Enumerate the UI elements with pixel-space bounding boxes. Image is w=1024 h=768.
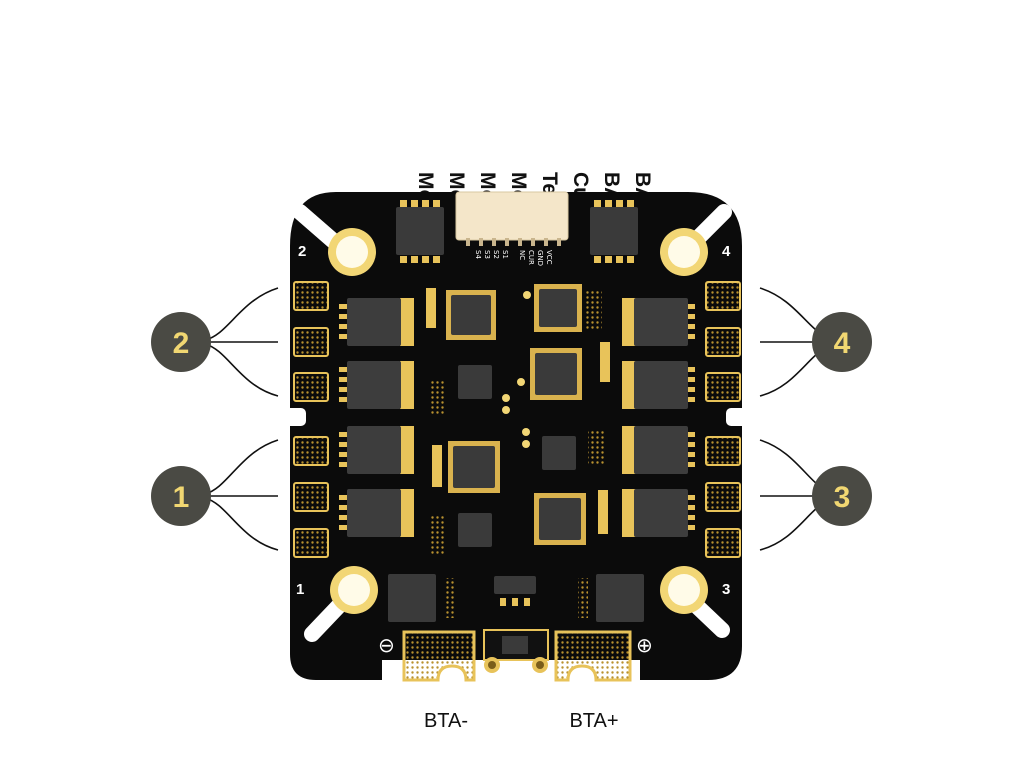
svg-text:VCC: VCC — [545, 250, 553, 265]
mounting-holes — [328, 228, 708, 614]
svg-text:4: 4 — [834, 327, 851, 360]
label-bta-plus: BTA+ — [569, 710, 618, 732]
corner-number-3: 3 — [722, 581, 730, 598]
corner-number-2: 2 — [298, 243, 306, 260]
svg-text:1: 1 — [173, 481, 190, 514]
board-notch-right — [726, 408, 750, 426]
svg-text:S3: S3 — [483, 250, 491, 259]
svg-text:S2: S2 — [492, 250, 500, 259]
corner-number-4: 4 — [722, 243, 731, 260]
svg-text:2: 2 — [173, 327, 190, 360]
signal-connector — [455, 191, 569, 246]
label-bta-minus: BTA- — [424, 710, 468, 732]
silkscreen-pins: S4 S3 S2 S1 NC CUR GND VCC — [474, 250, 553, 266]
motor-badge-4: 4 — [812, 312, 872, 372]
negative-symbol: ⊖ — [378, 633, 395, 657]
svg-text:S4: S4 — [474, 250, 482, 259]
svg-text:NC: NC — [518, 250, 526, 260]
center-chips — [426, 284, 610, 606]
motor-pads — [293, 281, 741, 558]
mosfets — [339, 298, 695, 537]
svg-text:3: 3 — [834, 481, 851, 514]
motor-badge-3: 3 — [812, 466, 872, 526]
board-notch-left — [282, 408, 306, 426]
positive-symbol: ⊕ — [636, 633, 653, 657]
svg-text:GND: GND — [536, 250, 544, 266]
corner-number-1: 1 — [296, 581, 304, 598]
power-pads — [402, 629, 632, 682]
svg-text:S1: S1 — [501, 250, 509, 259]
svg-text:CUR: CUR — [527, 250, 535, 265]
top-regulators — [396, 200, 638, 263]
motor-badge-1: 1 — [151, 466, 211, 526]
bottom-regulators — [388, 574, 644, 622]
motor-badge-2: 2 — [151, 312, 211, 372]
